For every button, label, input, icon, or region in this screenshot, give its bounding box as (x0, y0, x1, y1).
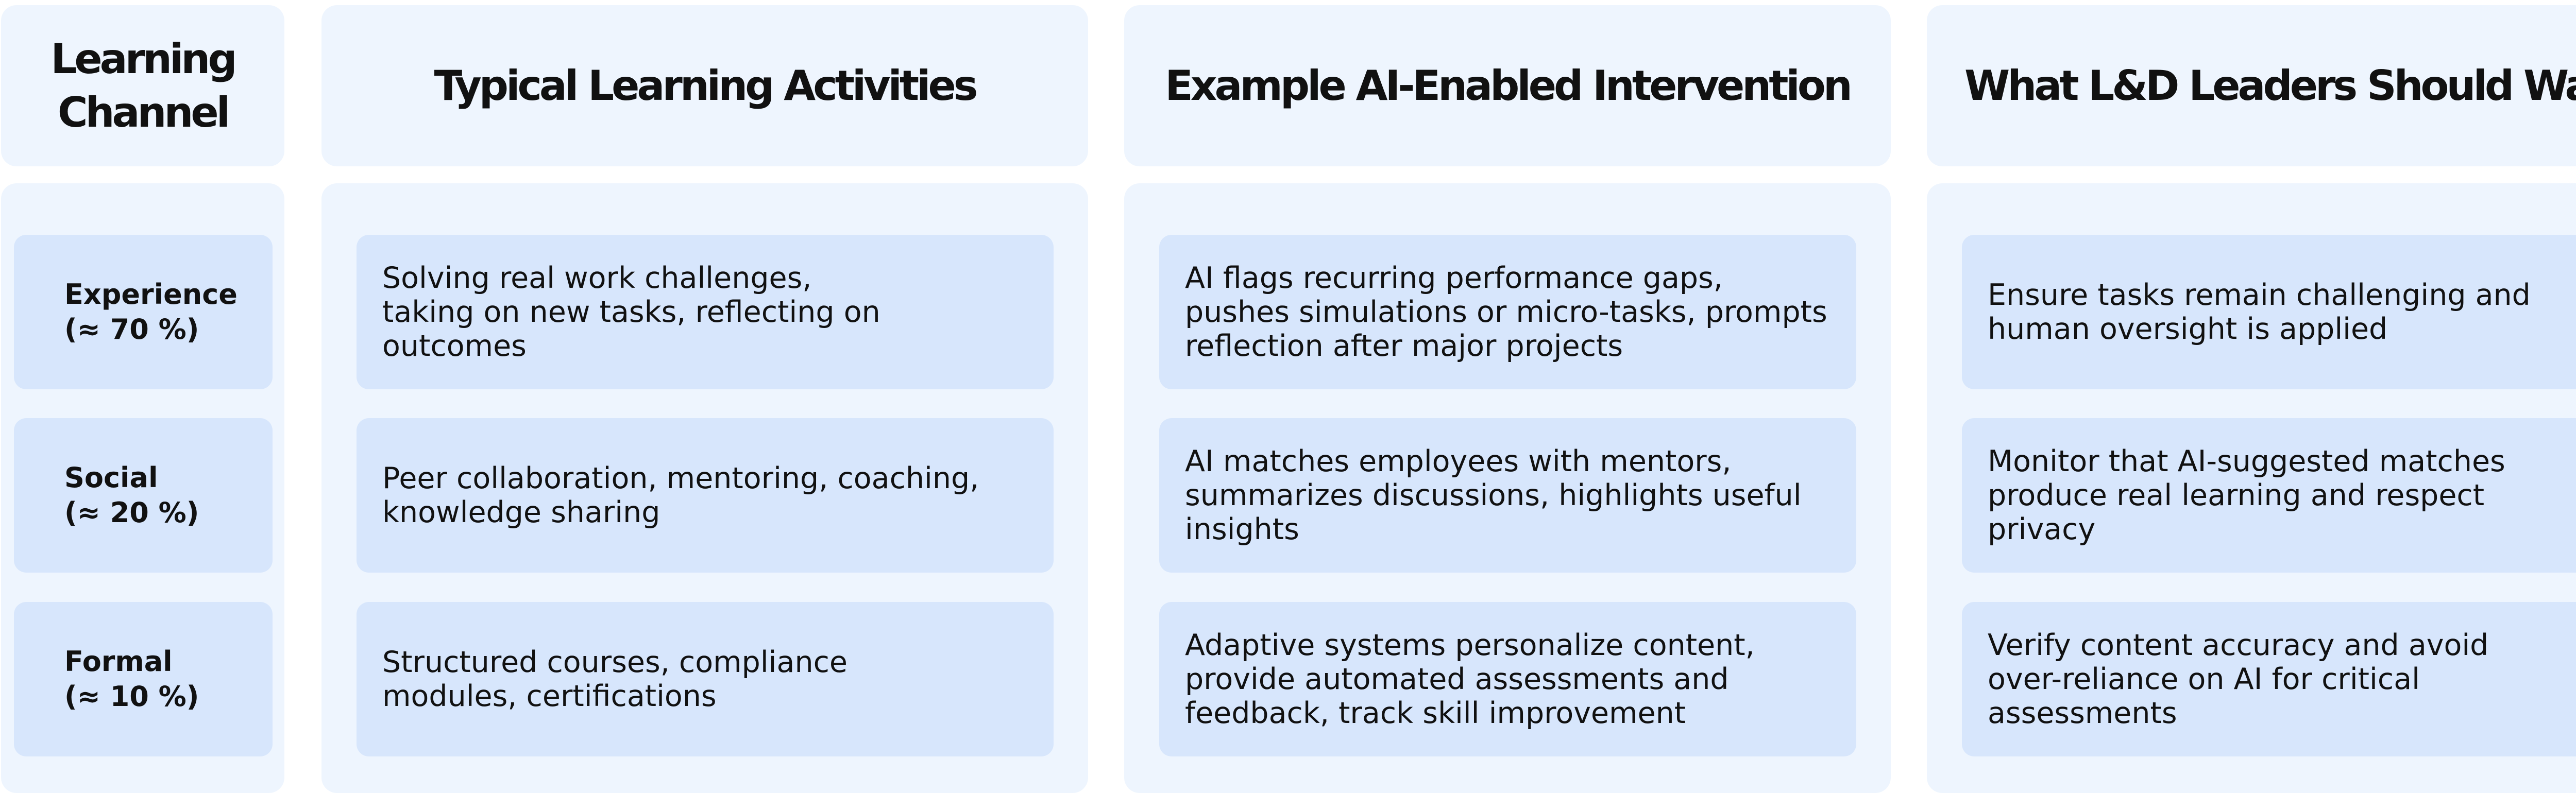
activities-text: Solving real work challenges, taking on … (382, 261, 880, 363)
channel-name: Social (64, 461, 158, 494)
activities-text: Peer collaboration, mentoring, coaching,… (382, 461, 979, 529)
activities-cell-experience: Solving real work challenges, taking on … (357, 235, 1054, 389)
channel-share: (≈ 70 %) (64, 313, 199, 346)
watch-text: Ensure tasks remain challenging and huma… (1988, 278, 2531, 346)
header-learning-channel-title: Learning Channel (50, 35, 237, 136)
intervention-text: AI matches employees with mentors, summa… (1185, 444, 1802, 546)
watch-cell-experience: Ensure tasks remain challenging and huma… (1962, 235, 2576, 389)
activities-cell-social: Peer collaboration, mentoring, coaching,… (357, 418, 1054, 573)
header-intervention-title: Example AI-Enabled Intervention (1165, 61, 1853, 110)
channel-cell-formal: Formal (≈ 10 %) (14, 602, 273, 756)
header-what-leaders-should-watch: What L&D Leaders Should Watch (1927, 5, 2576, 166)
channel-name: Formal (64, 645, 173, 678)
channel-share: (≈ 10 %) (64, 680, 199, 713)
header-activities-title: Typical Learning Activities (434, 61, 978, 110)
intervention-cell-formal: Adaptive systems personalize content, pr… (1159, 602, 1856, 756)
watch-text: Monitor that AI-suggested matches produc… (1988, 444, 2505, 546)
activities-text: Structured courses, compliance modules, … (382, 645, 848, 713)
header-learning-channel: Learning Channel (1, 5, 284, 166)
channel-cell-experience: Experience (≈ 70 %) (14, 235, 273, 389)
watch-text: Verify content accuracy and avoid over-r… (1988, 628, 2489, 730)
header-ai-enabled-intervention: Example AI-Enabled Intervention (1124, 5, 1891, 166)
watch-cell-social: Monitor that AI-suggested matches produc… (1962, 418, 2576, 573)
activities-cell-formal: Structured courses, compliance modules, … (357, 602, 1054, 756)
channel-name: Experience (64, 278, 238, 311)
intervention-text: AI flags recurring performance gaps, pus… (1185, 261, 1827, 363)
watch-cell-formal: Verify content accuracy and avoid over-r… (1962, 602, 2576, 756)
header-watch-title: What L&D Leaders Should Watch (1964, 61, 2576, 110)
intervention-cell-experience: AI flags recurring performance gaps, pus… (1159, 235, 1856, 389)
intervention-cell-social: AI matches employees with mentors, summa… (1159, 418, 1856, 573)
channel-cell-social: Social (≈ 20 %) (14, 418, 273, 573)
channel-share: (≈ 20 %) (64, 496, 199, 529)
intervention-text: Adaptive systems personalize content, pr… (1185, 628, 1755, 730)
header-typical-learning-activities: Typical Learning Activities (321, 5, 1088, 166)
